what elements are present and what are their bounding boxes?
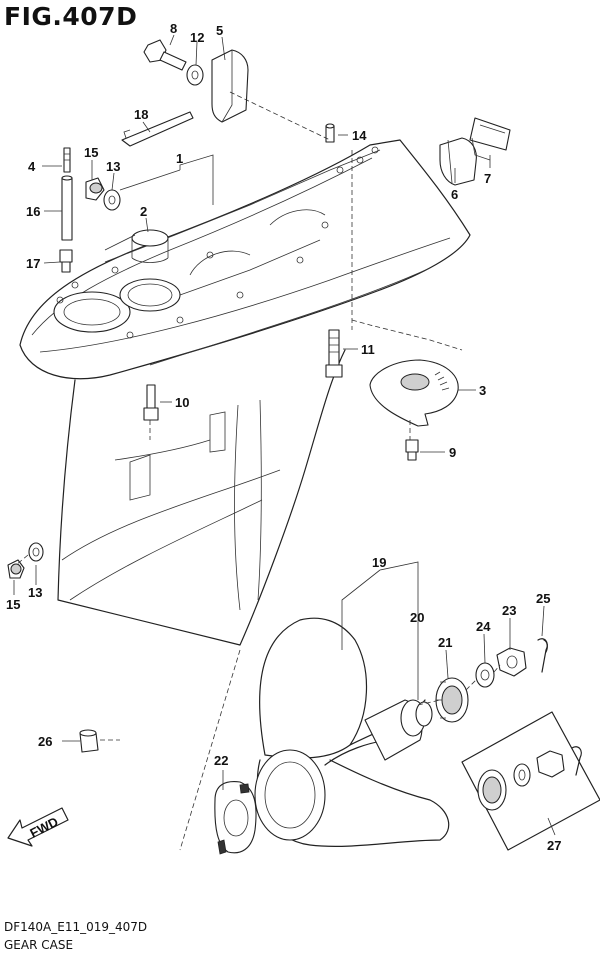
callout-7: 7 xyxy=(484,171,491,186)
callout-20: 20 xyxy=(410,610,424,625)
callout-6: 6 xyxy=(451,187,458,202)
tube-16 xyxy=(61,175,73,241)
callout-22: 22 xyxy=(214,753,228,768)
nut-23 xyxy=(496,647,527,677)
anode-26 xyxy=(79,729,99,753)
fwd-label: FWD xyxy=(27,814,60,841)
plug-4 xyxy=(63,147,71,173)
cotter-pin-25 xyxy=(537,638,548,673)
bolt-11 xyxy=(325,329,343,378)
fitting-17 xyxy=(59,249,73,273)
propeller xyxy=(254,617,450,847)
callout-25: 25 xyxy=(536,591,550,606)
bolt-9 xyxy=(405,439,419,461)
callout-11: 11 xyxy=(361,342,375,357)
callout-3: 3 xyxy=(479,383,486,398)
callout-9: 9 xyxy=(449,445,456,460)
washer-24 xyxy=(475,662,495,688)
callout-26: 26 xyxy=(38,734,52,749)
callout-21: 21 xyxy=(438,635,452,650)
plug-15-upper xyxy=(85,177,105,201)
callout-8: 8 xyxy=(170,21,177,36)
gear-case-housing xyxy=(19,139,471,646)
cover-7 xyxy=(469,117,511,161)
diagram-name: GEAR CASE xyxy=(4,938,74,952)
callout-15-upper: 15 xyxy=(84,145,98,160)
bearing-21 xyxy=(435,677,469,723)
bolt-8 xyxy=(143,39,187,71)
callout-4: 4 xyxy=(28,159,36,174)
callout-10: 10 xyxy=(175,395,189,410)
diagram-code: DF140A_E11_019_407D xyxy=(4,920,148,934)
kit-27 xyxy=(461,711,600,851)
callout-5: 5 xyxy=(216,23,223,38)
strap-18 xyxy=(121,111,194,147)
callout-13-upper: 13 xyxy=(106,159,120,174)
figure-title: FIG.407D xyxy=(4,2,138,31)
bolt-10 xyxy=(143,384,159,421)
callout-19: 19 xyxy=(372,555,386,570)
spacer-22 xyxy=(214,781,257,855)
fwd-arrow-icon: FWD xyxy=(7,807,69,847)
leader-lines xyxy=(13,34,556,851)
callout-23: 23 xyxy=(502,603,516,618)
gasket-13-upper xyxy=(103,189,121,211)
callout-24: 24 xyxy=(476,619,491,634)
gasket-13-lower xyxy=(28,542,44,562)
cover-5 xyxy=(211,49,249,123)
callout-2: 2 xyxy=(140,204,147,219)
trim-tab-3 xyxy=(369,359,459,427)
plate-6 xyxy=(439,137,477,186)
callout-12: 12 xyxy=(190,30,204,45)
callout-15-lower: 15 xyxy=(6,597,20,612)
callout-labels: 1 2 3 4 5 6 7 8 9 10 11 12 13 13 14 15 1… xyxy=(6,21,561,853)
callout-27: 27 xyxy=(547,838,561,853)
washer-12 xyxy=(186,64,204,86)
callout-13-lower: 13 xyxy=(28,585,42,600)
callout-16: 16 xyxy=(26,204,40,219)
callout-14: 14 xyxy=(352,128,367,143)
dowel-pin-14 xyxy=(325,123,335,143)
callout-1: 1 xyxy=(176,151,183,166)
callout-18: 18 xyxy=(134,107,148,122)
plug-15-lower xyxy=(7,559,25,579)
callout-17: 17 xyxy=(26,256,40,271)
